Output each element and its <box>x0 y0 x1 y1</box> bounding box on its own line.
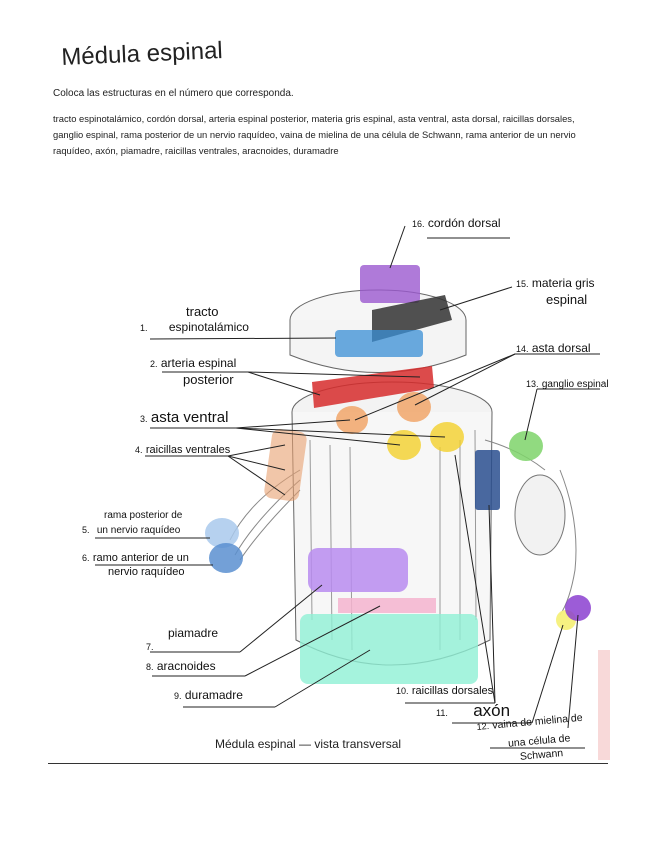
label-7-text: piamadre <box>168 626 219 640</box>
label-2: 2. arteria espinal <box>150 357 236 371</box>
leader-lines <box>95 225 600 749</box>
label-3: 3. asta ventral <box>140 409 229 426</box>
label-7: piamadre <box>146 627 218 640</box>
label-15-text-a: materia gris <box>531 276 595 290</box>
label-10-number: 10. <box>396 686 409 696</box>
label-4: 4. raicillas ventrales <box>135 443 230 457</box>
label-6-text-b: nervio raquídeo <box>108 566 185 578</box>
piamadre-highlight <box>308 548 408 592</box>
tracto-espinotalamico-highlight <box>335 330 423 357</box>
label-9: 9. duramadre <box>174 689 243 703</box>
label-8: 8. aracnoides <box>146 660 216 674</box>
label-3-number: 3. <box>140 414 148 424</box>
label-15-number: 15. <box>516 279 529 289</box>
label-16-number: 16. <box>412 219 425 229</box>
label-6-text-a: ramo anterior de un <box>92 552 189 564</box>
cordon-dorsal-highlight <box>360 265 420 303</box>
label-5: 5. un nervio raquídeo <box>82 523 180 537</box>
label-13-text: ganglio espinal <box>541 379 609 390</box>
label-14-number: 14. <box>516 344 529 354</box>
aracnoides-highlight <box>338 598 436 613</box>
figure-caption: Médula espinal — vista transversal <box>215 737 402 751</box>
label-3-text: asta ventral <box>150 409 229 426</box>
ganglio-espinal-highlight <box>509 431 543 461</box>
label-16: 16. cordón dorsal <box>412 217 501 231</box>
label-2-text-b: posterior <box>183 372 234 387</box>
label-16-text: cordón dorsal <box>427 216 501 230</box>
label-1-text-a: tracto <box>186 304 219 319</box>
label-10-text: raicillas dorsales <box>411 685 494 697</box>
label-14-text: asta dorsal <box>531 341 591 355</box>
label-11: 11. axón <box>436 701 511 720</box>
label-4-text: raicillas ventrales <box>145 444 231 456</box>
label-7-number: 7. <box>146 642 154 652</box>
label-12-number: 12. <box>476 720 490 732</box>
label-8-number: 8. <box>146 662 154 672</box>
instructions: Coloca las estructuras en el número que … <box>53 88 294 99</box>
label-9-number: 9. <box>174 691 182 701</box>
label-1: 1. espinotalámico <box>140 321 249 335</box>
label-11-text: axón <box>473 701 511 720</box>
label-4-number: 4. <box>135 445 143 455</box>
asta-dorsal-highlight-2 <box>336 406 368 434</box>
label-6-number: 6. <box>82 553 90 563</box>
label-13-number: 13. <box>526 379 539 389</box>
label-5-text-b: un nervio raquídeo <box>96 525 181 536</box>
label-15-text-b: espinal <box>546 292 588 307</box>
asta-ventral-highlight-2 <box>430 422 464 452</box>
vaina-mielina-highlight <box>565 595 591 621</box>
label-14: 14. asta dorsal <box>516 342 591 356</box>
label-2-number: 2. <box>150 359 158 369</box>
label-11-number: 11. <box>436 708 448 718</box>
label-1-number: 1. <box>140 323 148 333</box>
bottom-rule <box>48 763 608 764</box>
label-5-number: 5. <box>82 525 90 535</box>
label-2-text-a: arteria espinal <box>160 356 237 370</box>
right-edge-shading <box>598 650 610 760</box>
asta-dorsal-highlight-1 <box>397 392 431 422</box>
raicillas-dorsales-highlight <box>475 450 500 510</box>
label-8-text: aracnoides <box>156 659 216 673</box>
label-5-text-a: rama posterior de <box>104 510 183 521</box>
label-13: 13. ganglio espinal <box>526 377 609 391</box>
rama-anterior-highlight <box>209 543 243 573</box>
duramadre-highlight <box>300 614 478 684</box>
label-10: 10. raicillas dorsales <box>396 684 493 698</box>
rama-posterior-highlight <box>205 518 239 548</box>
label-9-text: duramadre <box>184 688 243 702</box>
asta-ventral-highlight-1 <box>387 430 421 460</box>
label-6: 6. ramo anterior de un <box>82 551 189 565</box>
label-15: 15. materia gris <box>516 277 595 291</box>
structures-list: tracto espinotalámico, cordón dorsal, ar… <box>53 113 576 156</box>
label-1-text-b: espinotalámico <box>168 320 249 334</box>
